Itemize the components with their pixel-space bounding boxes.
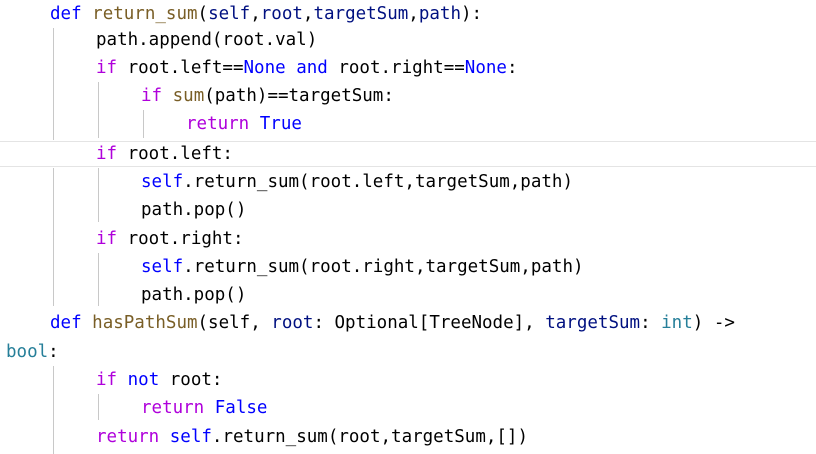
code-line[interactable]: if root.left:: [96, 140, 233, 168]
indent-guide: [98, 168, 99, 222]
code-token: self: [141, 172, 184, 192]
code-token: if: [96, 144, 118, 164]
code-token: ) ->: [692, 313, 735, 333]
code-token: self: [208, 4, 251, 24]
code-token: return: [186, 114, 250, 134]
code-token: self: [141, 257, 184, 277]
code-token: .return_sum(root.left,targetSum,path): [183, 172, 573, 192]
code-line[interactable]: path.pop(): [141, 281, 246, 309]
code-token: if: [96, 229, 118, 249]
indent-guide: [98, 82, 99, 138]
code-token: ,: [408, 4, 419, 24]
code-token: (path)==targetSum:: [204, 86, 394, 106]
code-token: root:: [159, 370, 223, 390]
code-token: targetSum: [313, 4, 409, 24]
code-token: (self,: [197, 313, 272, 333]
code-token: False: [214, 398, 268, 418]
code-token: None: [464, 58, 507, 78]
code-token: [159, 427, 170, 447]
code-token: root: [271, 313, 314, 333]
code-token: [82, 313, 93, 333]
code-line[interactable]: if sum(path)==targetSum:: [141, 82, 394, 110]
code-line[interactable]: if root.left==None and root.right==None:: [96, 54, 518, 82]
code-line[interactable]: return True: [186, 110, 302, 138]
code-token: return_sum: [92, 4, 198, 24]
code-token: path.pop(): [141, 200, 247, 220]
code-token: return: [141, 398, 205, 418]
code-token: return: [96, 427, 160, 447]
code-token: if: [96, 58, 118, 78]
code-token: path.pop(): [141, 285, 247, 305]
indent-guide: [98, 253, 99, 306]
code-token: [117, 370, 128, 390]
code-line[interactable]: self.return_sum(root.left,targetSum,path…: [141, 168, 573, 196]
code-line[interactable]: self.return_sum(root.right,targetSum,pat…: [141, 253, 584, 281]
code-token: path.append(root.val): [96, 30, 318, 50]
code-token: ,: [302, 4, 314, 24]
code-token: bool: [6, 342, 49, 362]
code-line[interactable]: def hasPathSum(self, root: Optional[Tree…: [50, 309, 735, 337]
code-token: root.left:: [117, 144, 233, 164]
code-line[interactable]: return self.return_sum(root,targetSum,[]…: [96, 423, 528, 451]
code-line[interactable]: if not root:: [96, 366, 222, 394]
code-token: : Optional[TreeNode],: [313, 313, 546, 333]
code-token: .return_sum(root.right,targetSum,path): [183, 257, 584, 277]
code-line[interactable]: bool:: [6, 338, 59, 366]
indent-guide: [53, 366, 54, 454]
code-token: hasPathSum: [92, 313, 198, 333]
code-token: ,: [250, 4, 261, 24]
code-token: def: [50, 4, 82, 24]
code-token: root.right==: [327, 58, 465, 78]
code-token: [162, 86, 173, 106]
code-token: def: [50, 313, 82, 333]
indent-guide: [53, 28, 54, 140]
code-token: sum: [172, 86, 205, 106]
code-token: root.left==: [117, 58, 244, 78]
code-token: [286, 58, 297, 78]
code-token: [249, 114, 260, 134]
current-line-highlight: [0, 141, 816, 167]
indent-guide: [98, 394, 99, 420]
code-token: [204, 398, 215, 418]
code-line[interactable]: path.append(root.val): [96, 26, 317, 54]
indent-guide: [53, 168, 54, 306]
indent-guide: [143, 110, 144, 138]
code-token: (: [197, 4, 209, 24]
code-token: root.right:: [117, 229, 244, 249]
code-token: :: [640, 313, 662, 333]
code-token: path: [418, 4, 461, 24]
code-token: root: [260, 4, 303, 24]
code-line[interactable]: return False: [141, 394, 267, 422]
code-token: and: [296, 58, 328, 78]
code-token: .return_sum(root,targetSum,[]): [211, 427, 528, 447]
code-token: if: [96, 370, 118, 390]
code-line[interactable]: path.pop(): [141, 196, 246, 224]
code-token: self: [169, 427, 212, 447]
code-token: int: [661, 313, 693, 333]
code-token: None: [243, 58, 286, 78]
code-token: not: [127, 370, 160, 390]
code-token: ):: [461, 4, 483, 24]
code-line[interactable]: if root.right:: [96, 225, 244, 253]
code-token: :: [48, 342, 59, 362]
code-token: targetSum: [545, 313, 641, 333]
code-token: True: [259, 114, 302, 134]
code-line[interactable]: def return_sum(self,root,targetSum,path)…: [50, 0, 482, 28]
code-token: :: [506, 58, 518, 78]
code-token: [82, 4, 93, 24]
code-token: if: [141, 86, 163, 106]
